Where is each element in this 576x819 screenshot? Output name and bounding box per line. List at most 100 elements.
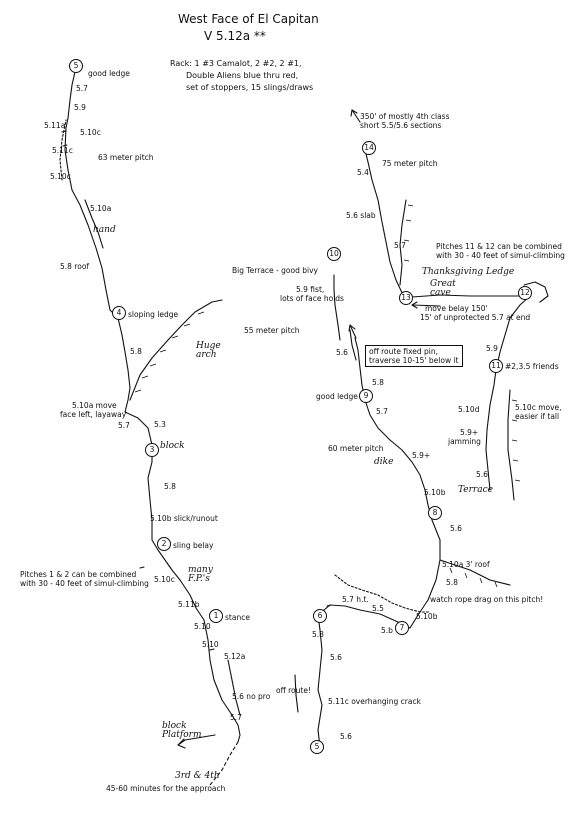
grade-label: 5.9+ [460,428,479,437]
note-off-route-box: off route fixed pin, traverse 10-15' bel… [365,345,463,367]
roof-line-lower [439,559,511,586]
label-face-holds: lots of face holds [280,294,344,303]
pitch-length-label: 75 meter pitch [382,159,438,168]
label-terrace: Terrace [458,485,493,495]
grade-label: 5.9+ [412,451,431,460]
label-thanksgiving-ledge: Thanksgiving Ledge [422,267,515,277]
grade-label: 5.11c [52,146,73,155]
approach-path [209,741,239,786]
note-rope-drag: watch rope drag on this pitch! [430,595,544,604]
right-lower-route [317,519,441,748]
note-move-tall: 5.10c move, [515,403,562,412]
pitch-number-3: 3 [145,443,159,457]
off-route-line-2: traverse 10-15' below it [369,356,459,365]
label-good-ledge: good ledge [316,392,358,401]
label-big-terrace: Big Terrace - good bivy [232,266,318,275]
thanksgiving-ledge [411,294,521,298]
label-off-route: off route! [276,686,311,695]
label-roof: 5.8 roof [60,262,90,271]
note-move-belay: move belay 150' [425,304,488,313]
top-exit-arrow [351,109,361,123]
grade-label: 5.6 [336,348,348,357]
off-route-arrow [349,324,357,339]
grade-label: 5.7 [230,713,242,722]
label-block: block [160,441,185,451]
label-350: 350' of mostly 4th class [360,112,450,121]
grade-label: 5.8 [446,578,458,587]
label-hand: hand [93,225,116,235]
left-route-line [64,71,241,743]
grade-label: 5.9 [486,344,498,353]
grade-label: 5.11b [178,600,200,609]
label-stance: stance [225,613,250,622]
label-fist: 5.9 fist, [296,285,325,294]
label-slick: 5.10b slick/runout [150,514,218,523]
grade-label: 5.10d [458,405,480,414]
label-3rd-4th: 3rd & 4th [175,771,220,781]
move-belay-arrow [411,304,441,307]
grade-label: 5.10b [424,488,446,497]
pitch-number-1: 1 [209,609,223,623]
grade-label: 5.12a [224,652,246,661]
middle-route [354,337,433,521]
label-huge-arch: Huge arch [196,341,221,360]
pitch-number-12: 12 [518,286,532,300]
right-upper-route [485,295,531,491]
note-pitches-1-2: Pitches 1 & 2 can be combined [20,570,137,579]
note-pitches-11-12: Pitches 11 & 12 can be combined [436,242,562,251]
right-dihedral [507,389,515,501]
grade-label: 5.4 [357,168,369,177]
left-arch [129,299,223,401]
note-pitches-11-12-b: with 30 - 40 feet of simul-climbing [436,251,565,260]
pitch-length-label: 60 meter pitch [328,444,384,453]
pitch-number-9: 9 [359,389,373,403]
left-crack-feature [84,199,104,249]
grade-label: 5.8 [164,482,176,491]
right-lower-corner [334,574,431,613]
rack-line-1: Rack: 1 #3 Camalot, 2 #2, 2 #1, [170,59,302,68]
big-terrace-line [333,274,341,341]
grade-label: 5.11a [44,121,66,130]
pitch-number-5-bottom: 5 [310,740,324,754]
pitch-number-11: 11 [489,359,503,373]
label-no-pro: 5.6 no pro [232,692,271,701]
label-3ft-roof: 5.10a 3' roof [442,560,490,569]
pitch-number-14: 14 [362,141,376,155]
pitch-number-4: 4 [112,306,126,320]
pitch-number-8: 8 [428,506,442,520]
note-pitches-1-2-b: with 30 - 40 feet of simul-climbing [20,579,149,588]
grade-label: 5.7 [376,407,388,416]
pitch-number-10: 10 [327,247,341,261]
note-move-tall-b: easier if tall [515,412,560,421]
left-dihedral [59,119,67,181]
lower-left-corner [227,659,241,716]
grade-label: 5.10c [154,575,175,584]
right-dihedral-hatching [511,399,521,482]
grade-label: 5.7 [76,84,88,93]
grade-label: 5.6 [476,470,488,479]
label-jamming: jamming [448,437,481,446]
grade-label: 5.5 [372,604,384,613]
rack-line-3: set of stoppers, 15 slings/draws [186,83,314,92]
off-route-line-1: off route fixed pin, [369,347,439,356]
grade-label: 5.10a [90,204,112,213]
grade-label: 5.10c [80,128,101,137]
pitch-length-label: 63 meter pitch [98,153,154,162]
topo-title: West Face of El Capitan [178,12,319,26]
piton-marks [61,130,332,651]
cave-outline [523,281,549,303]
grade-label: 5.10 [194,622,211,631]
label-move: 5.10a move [72,401,117,410]
label-good-ledge-top: good ledge [88,69,130,78]
pitch-number-13: 13 [399,291,413,305]
label-friends: #2,3.5 friends [505,362,559,371]
grade-label: 5.10c [50,172,71,181]
grade-label: 5.3 [154,420,166,429]
pitch-number-6: 6 [313,609,327,623]
label-sloping-ledge: sloping ledge [128,310,179,319]
label-slab: 5.6 slab [346,211,376,220]
pitch-length-label: 55 meter pitch [244,326,300,335]
rack-line-2: Double Aliens blue thru red, [186,71,299,80]
label-sling-belay: sling belay [173,541,214,550]
